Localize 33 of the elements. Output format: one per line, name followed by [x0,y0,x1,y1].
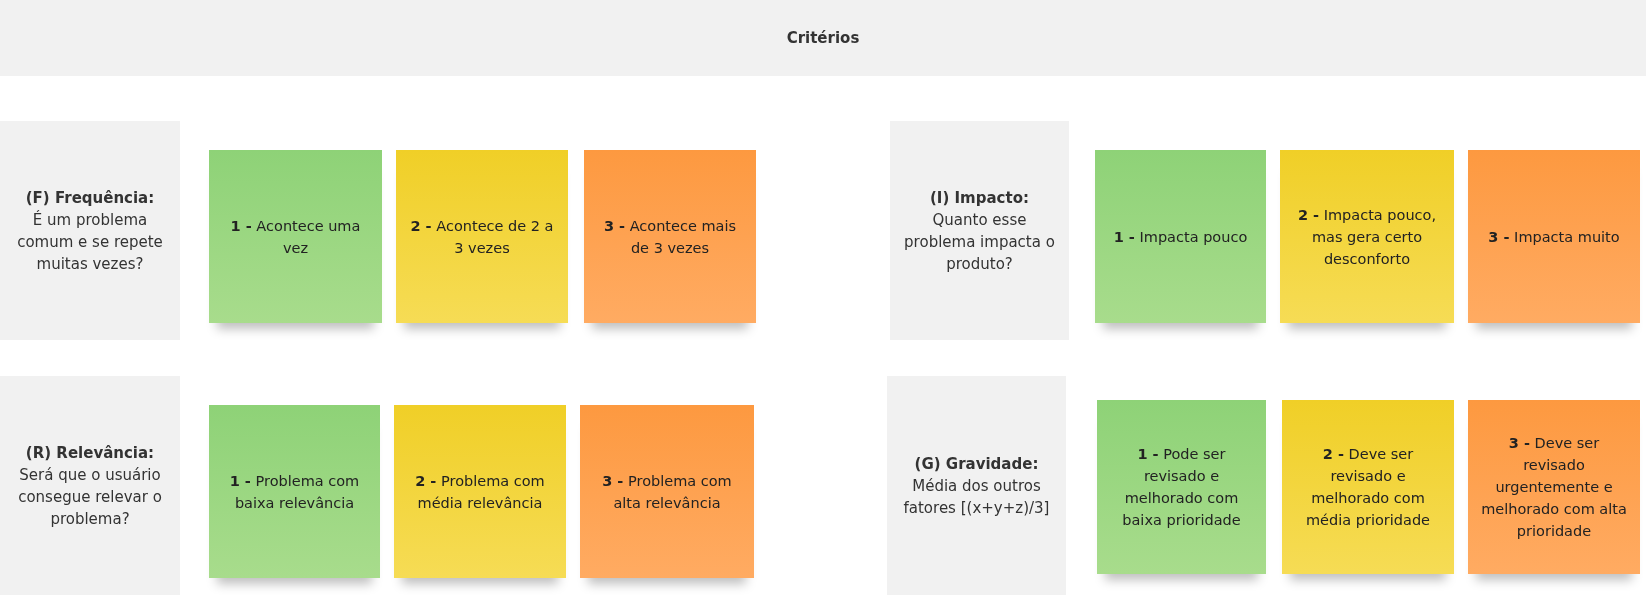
note-text: 1 - Acontece uma vez [229,216,362,258]
sticky-note [1097,400,1266,574]
sticky-note [209,405,380,578]
note-text: 1 - Impacta pouco [1113,227,1248,247]
criterion-heading: (G) Gravidade: [914,453,1039,475]
criterion-description: Quanto esse problema impacta o produto? [904,209,1055,275]
sticky-note [396,150,568,323]
title: Critérios [786,29,860,47]
sticky-note [580,405,754,578]
note-text: 3 - Impacta muito [1488,227,1620,247]
sticky-note [209,150,382,323]
note-text: 3 - Acontece mais de 3 vezes [602,216,738,258]
criterion-heading: (I) Impacto: [930,187,1029,209]
note-text: 2 - Problema com média relevância [414,471,546,513]
sticky-note [1468,400,1640,574]
note-text: 2 - Deve ser revisado e melhorado com média prioridade [1304,445,1431,530]
criterion-description: Será que o usuário consegue relevar o problema? [17,464,163,530]
sticky-note [1095,150,1266,323]
criterion-description: Média dos outros fatores [(x+y+z)/3] [902,475,1051,519]
note-text: 1 - Pode ser revisado e melhorado com baixa prioridade [1121,445,1242,530]
criterion-description: É um problema comum e se repete muitas vezes? [16,209,164,275]
note-text: 1 - Problema com baixa relevância [228,471,361,513]
note-text: 2 - Acontece de 2 a 3 vezes [409,216,555,258]
sticky-note [1280,150,1454,323]
criterion-heading: (R) Relevância: [25,442,155,464]
note-text: 3 - Deve ser revisado urgentemente e melhorado com alta prioridade [1480,434,1628,541]
sticky-note [394,405,566,578]
criterion-heading: (F) Frequência: [25,187,155,209]
sticky-note [1468,150,1640,323]
sticky-note [584,150,756,323]
sticky-note [1282,400,1454,574]
note-text: 3 - Problema com alta relevância [601,471,733,513]
note-text: 2 - Impacta pouco, mas gera certo desconforto [1296,205,1438,269]
